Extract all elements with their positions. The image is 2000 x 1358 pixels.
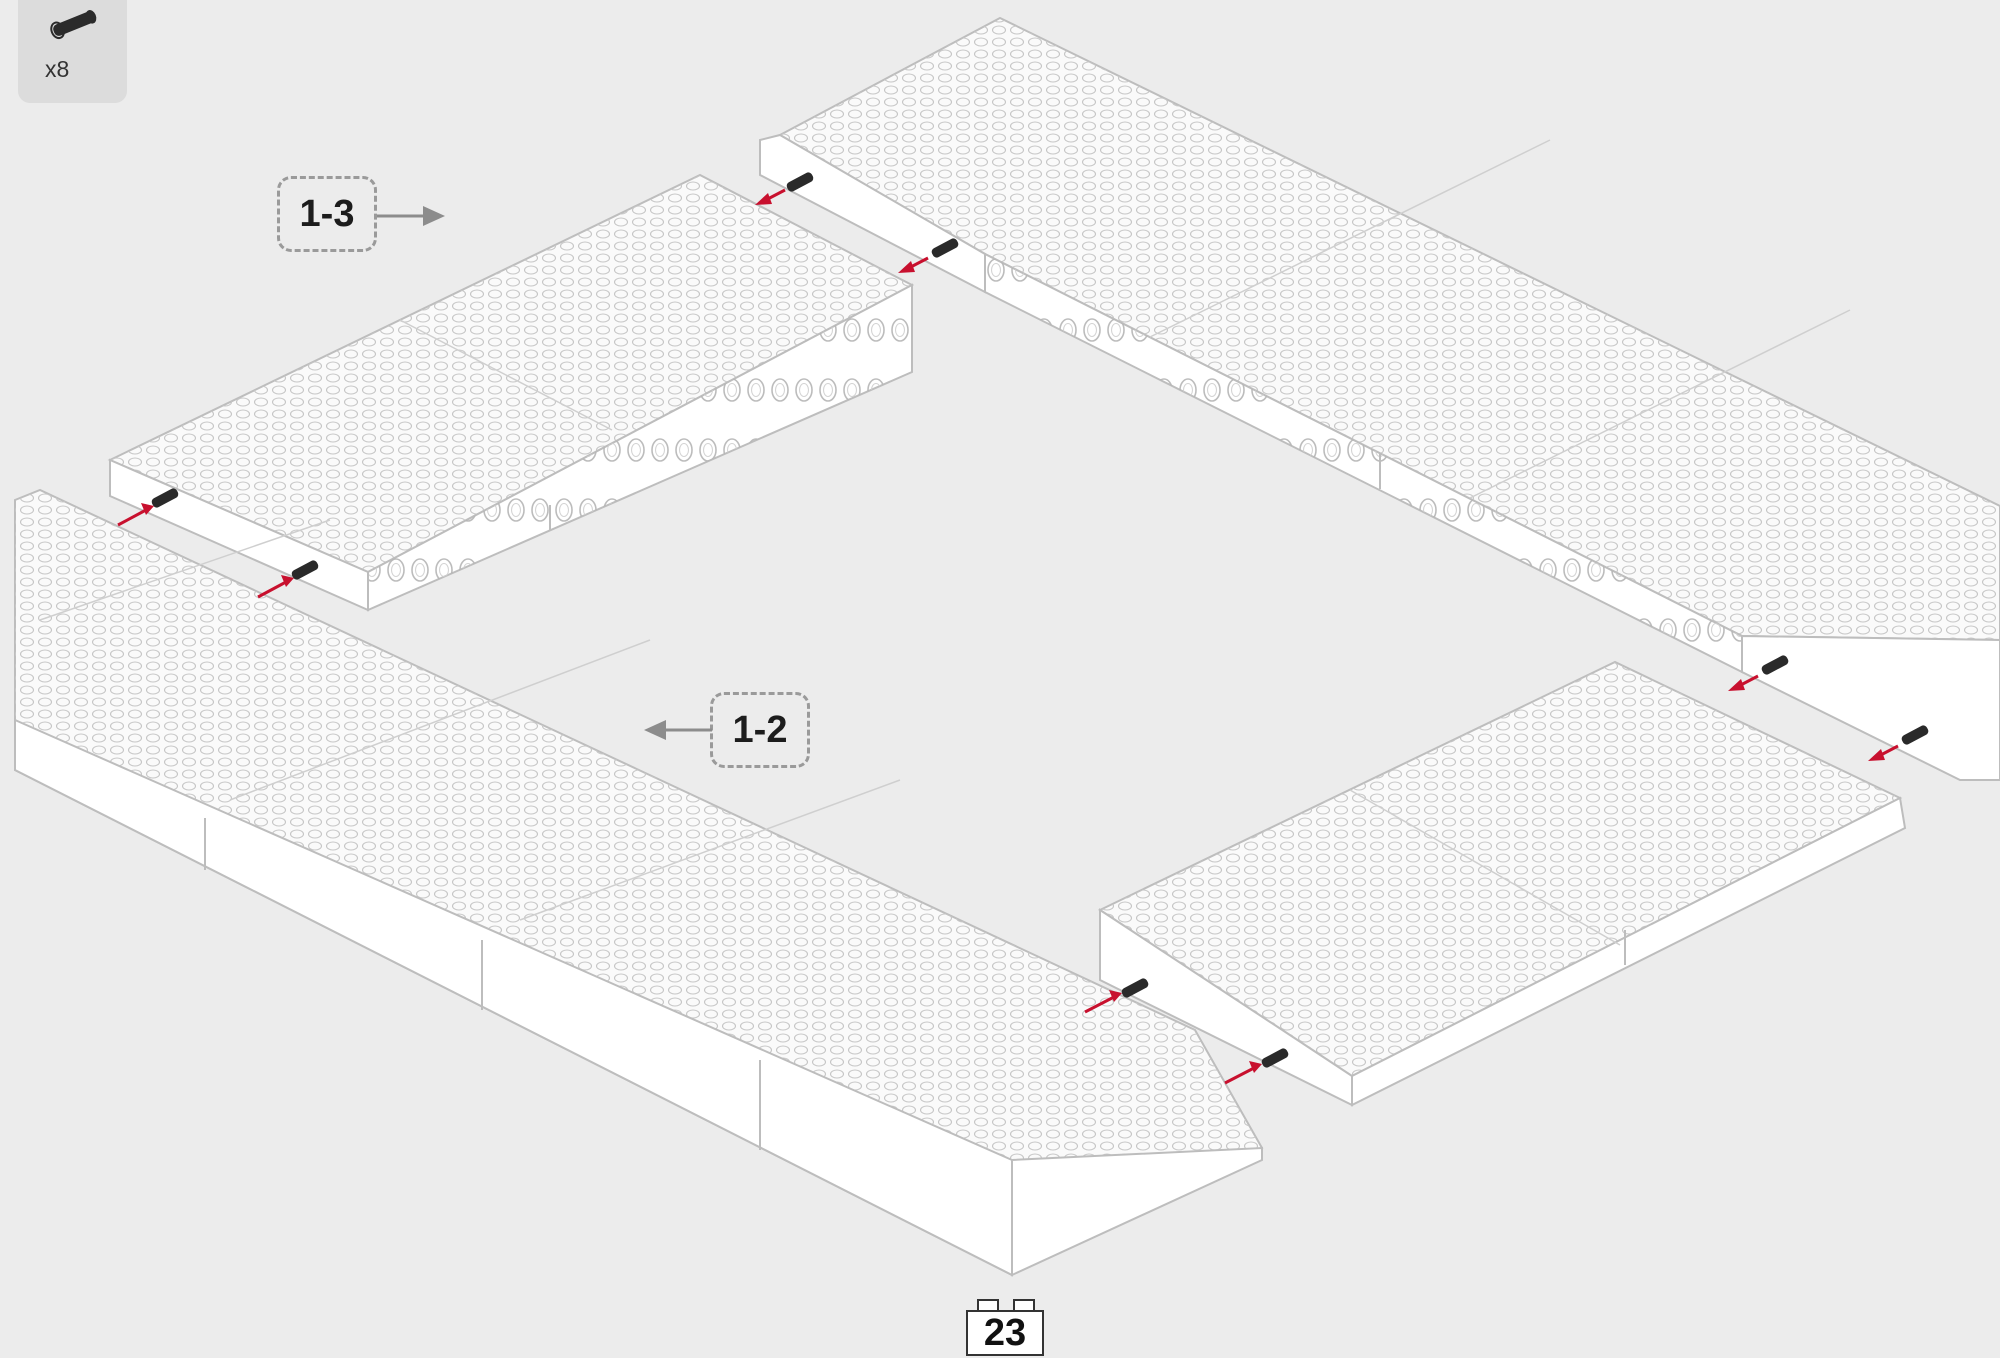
submodel-reference-center: 1-2 [710,692,810,768]
back-right-platform [760,18,2000,780]
submodel-reference-upper: 1-3 [277,176,377,252]
parts-count: x8 [45,56,69,83]
red-insert-arrow [118,510,146,525]
step-number: 23 [966,1310,1044,1356]
red-insert-arrow [1225,1068,1254,1083]
arrow-left-icon [642,717,712,743]
upper-left-platform [110,175,912,610]
parts-callout: x8 [18,0,127,103]
front-left-platform [15,490,1262,1275]
step-indicator: 23 [966,1298,1048,1358]
technic-pin-icon [38,0,108,46]
arrow-right-icon [377,203,447,229]
front-right-platform [1100,662,1905,1105]
red-insert-arrow [258,582,286,597]
